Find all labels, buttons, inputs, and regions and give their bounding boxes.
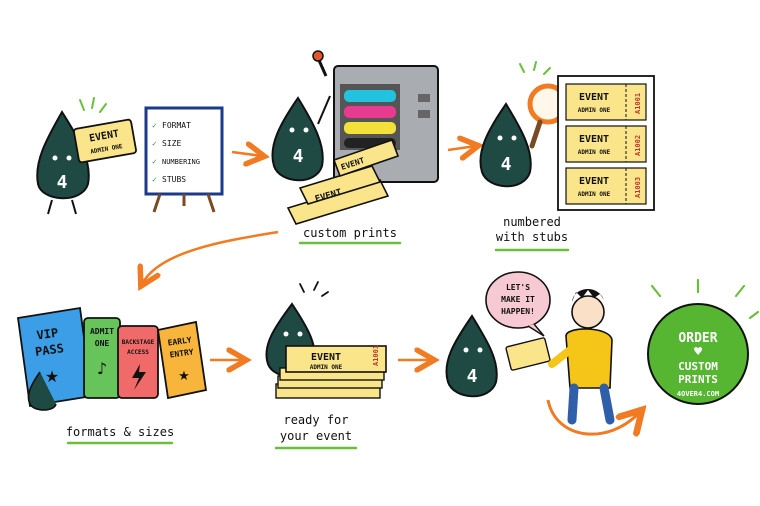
caption-numbered: numbered xyxy=(503,215,561,229)
lightning-icon xyxy=(132,364,146,390)
ticket-title: EVENT xyxy=(579,92,609,103)
check-mark: ✓ xyxy=(152,157,157,166)
scene-numbered-stubs: 4 EVENT ADMIN ONE EVENT ADMIN ONE EVENT … xyxy=(479,61,655,252)
person xyxy=(548,288,615,425)
mascot-digit: 4 xyxy=(501,154,512,175)
scene-formats-sizes: VIP PASS ★ ADMIT ONE ♪ BACKSTAGE ACCESS … xyxy=(16,306,208,445)
mascot-digit: 4 xyxy=(57,172,68,193)
flow-arrow xyxy=(546,399,640,434)
ticket-subtitle: ADMIN ONE xyxy=(578,191,611,198)
pass-backstage: BACKSTAGE ACCESS xyxy=(117,325,159,399)
pass-early-entry: EARLY ENTRY ★ xyxy=(156,320,208,400)
order-badge[interactable]: ORDER ♥ CUSTOM PRINTS 4OVER4.COM xyxy=(647,278,760,405)
sparkle-lines xyxy=(299,281,329,297)
badge-url[interactable]: 4OVER4.COM xyxy=(677,390,719,398)
star-icon: ★ xyxy=(45,367,59,386)
mascot: 4 xyxy=(479,102,532,188)
pass-admit-line1: ADMIT xyxy=(90,327,114,336)
mascot xyxy=(27,371,57,411)
speech-line1: LET'S xyxy=(506,283,530,292)
ticket-title: EVENT xyxy=(88,129,120,145)
scene-handoff: 4 LET'S MAKE IT HAPPEN! xyxy=(445,271,640,434)
ticket-subtitle: ADMIN ONE xyxy=(578,149,611,156)
ticket-stack: EVENT ADMIN ONE A1001 xyxy=(275,345,387,399)
mascot: 4 xyxy=(271,95,331,182)
printed-ticket-strip: EVENT EVENT xyxy=(286,138,400,225)
check-mark: ✓ xyxy=(152,121,157,130)
music-note-icon: ♪ xyxy=(97,359,107,378)
speech-line3: HAPPEN! xyxy=(501,307,535,316)
caption-ready-for: ready for xyxy=(283,413,348,427)
speech-line2: MAKE IT xyxy=(501,295,535,304)
mascot: 4 xyxy=(445,314,498,398)
sparkle-lines xyxy=(519,61,551,75)
ticket-number: A1001 xyxy=(372,345,380,366)
pass-vip-line1: VIP xyxy=(36,326,59,343)
caption-custom-prints: custom prints xyxy=(303,226,397,240)
checklist-item: FORMAT xyxy=(162,121,191,130)
badge-line1: ORDER xyxy=(678,331,717,346)
flow-arrow xyxy=(142,230,279,284)
ticket: EVENT ADMIN ONE xyxy=(73,118,137,164)
caption-your-event: your event xyxy=(280,429,352,443)
check-mark: ✓ xyxy=(152,139,157,148)
ticket-number: A1002 xyxy=(634,135,642,156)
pass-backstage-line1: BACKSTAGE xyxy=(122,339,155,346)
pass-early-line1: EARLY xyxy=(167,335,192,347)
handed-ticket xyxy=(505,337,551,371)
flow-arrow xyxy=(447,146,476,150)
checklist-item: NUMBERING xyxy=(162,158,200,166)
pass-early-line2: ENTRY xyxy=(169,347,194,359)
check-mark: ✓ xyxy=(152,175,157,184)
sparkle-lines xyxy=(650,278,760,320)
ticket-number: A1003 xyxy=(634,177,642,198)
checklist-item: SIZE xyxy=(162,139,181,148)
caption-with-stubs: with stubs xyxy=(496,230,568,244)
pass-vip-line2: PASS xyxy=(34,341,65,359)
sparkle-lines xyxy=(79,97,107,113)
pass-admit-one: ADMIT ONE ♪ xyxy=(83,317,121,399)
ticket-title: EVENT xyxy=(311,352,341,363)
ticket-number: A1001 xyxy=(634,93,642,114)
ticket-title: EVENT xyxy=(579,176,609,187)
heart-icon: ♥ xyxy=(693,345,703,358)
ticket-title: EVENT xyxy=(579,134,609,145)
pass-backstage-line2: ACCESS xyxy=(127,349,149,356)
flow-arrow xyxy=(231,152,262,156)
badge-line3: PRINTS xyxy=(678,373,718,386)
numbered-ticket-sheet: EVENT ADMIN ONE EVENT ADMIN ONE EVENT AD… xyxy=(557,75,655,211)
pass-admit-line2: ONE xyxy=(95,339,110,348)
star-icon: ★ xyxy=(178,369,190,384)
ticket-subtitle: ADMIN ONE xyxy=(578,107,611,114)
mascot-digit: 4 xyxy=(293,146,304,167)
ticket-subtitle: ADMIN ONE xyxy=(310,364,343,371)
scene-ready-for-event: EVENT ADMIN ONE A1001 ready for your eve… xyxy=(265,281,387,450)
speech-bubble: LET'S MAKE IT HAPPEN! xyxy=(485,271,551,337)
checklist-item: STUBS xyxy=(162,175,186,184)
caption-formats-sizes: formats & sizes xyxy=(66,425,174,439)
mascot-digit: 4 xyxy=(467,366,478,387)
scene-custom-prints: 4 EVENT EVENT custom prints xyxy=(271,50,439,245)
badge-line2: CUSTOM xyxy=(678,360,718,373)
checklist-board: ✓ FORMAT ✓ SIZE ✓ NUMBERING ✓ STUBS xyxy=(144,106,224,213)
scene-ticket-options: 4 EVENT ADMIN ONE ✓ FORMAT ✓ SIZE ✓ NUMB… xyxy=(36,97,224,215)
